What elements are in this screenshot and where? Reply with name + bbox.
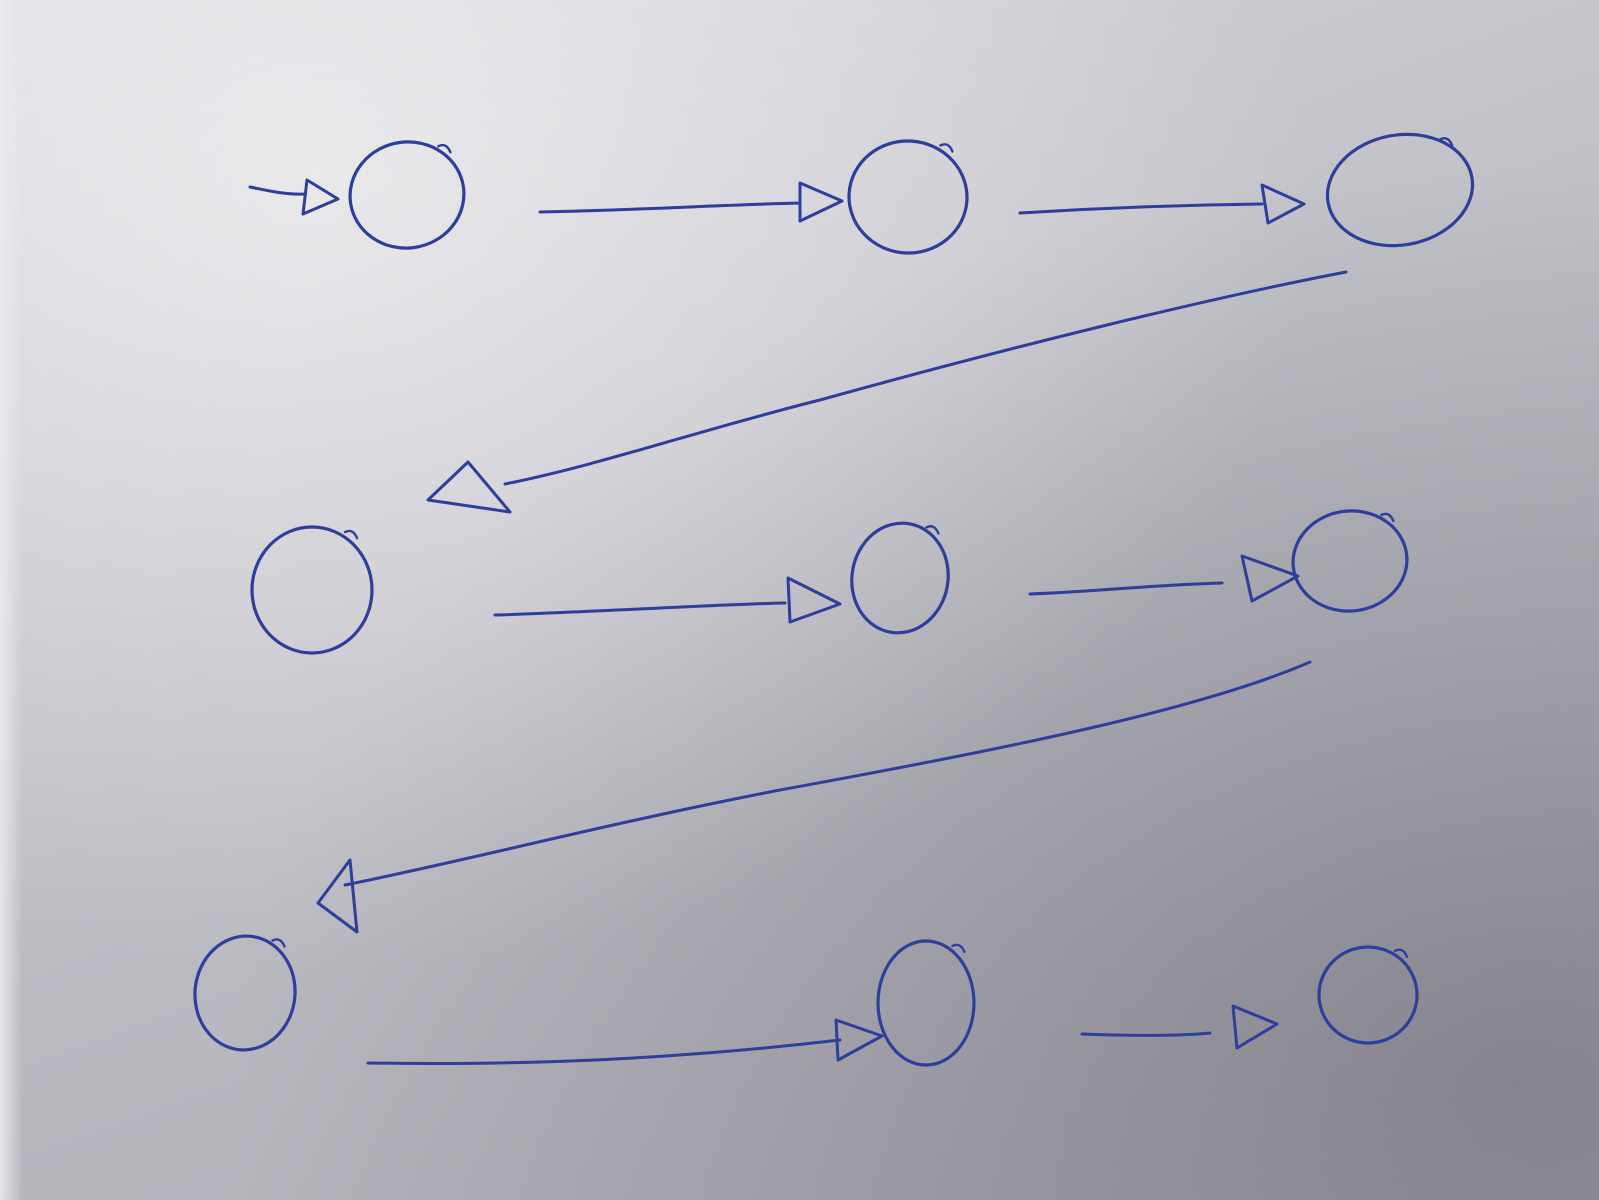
node-4-pen-overlap (343, 529, 359, 540)
edge-node-5-to-node-6-line (1028, 581, 1224, 596)
edge-node-5-to-node-6-arrowhead (1240, 554, 1300, 603)
edge-node-3-to-node-4-line (503, 270, 1348, 486)
node-9-circle (1317, 945, 1419, 1045)
edge-node-4-to-node-5-line (493, 601, 787, 617)
start-arrow-line (248, 185, 307, 196)
node-6-pen-overlap (1380, 512, 1395, 523)
node-4-circle (250, 525, 374, 655)
node-5-circle (850, 521, 950, 635)
edge-node-1-to-node-2-arrowhead (798, 181, 844, 223)
edge-node-6-to-node-7-line (343, 660, 1312, 887)
edge-node-8-to-node-9-arrowhead (1231, 1004, 1279, 1050)
node-7-circle (193, 934, 297, 1052)
node-8-pen-overlap (951, 943, 966, 954)
edge-node-2-to-node-3-arrowhead (1260, 183, 1306, 225)
edge-node-1-to-node-2-line (538, 201, 802, 214)
node-1-pen-overlap (437, 143, 452, 154)
node-2-circle (847, 139, 969, 255)
node-1-circle (348, 140, 466, 250)
node-3-circle (1325, 132, 1475, 248)
edge-node-6-to-node-7-arrowhead (316, 858, 359, 934)
paper-edge (0, 0, 22, 1200)
start-arrow-arrowhead (301, 178, 340, 216)
edge-node-3-to-node-4-arrowhead (426, 460, 512, 514)
node-5-pen-overlap (925, 525, 940, 535)
edge-node-8-to-node-9-line (1080, 1031, 1212, 1037)
edge-node-4-to-node-5-arrowhead (786, 576, 842, 624)
node-8-circle (876, 939, 976, 1067)
edge-node-7-to-node-8-line (366, 1038, 842, 1066)
ink-layer (193, 132, 1475, 1067)
node-7-pen-overlap (271, 938, 286, 948)
edge-node-7-to-node-8-arrowhead (834, 1018, 884, 1062)
node-9-pen-overlap (1393, 948, 1409, 959)
node-6-circle (1291, 509, 1409, 613)
node-3-pen-overlap (1438, 137, 1454, 147)
node-2-pen-overlap (939, 143, 954, 153)
edge-node-2-to-node-3-line (1018, 202, 1264, 215)
